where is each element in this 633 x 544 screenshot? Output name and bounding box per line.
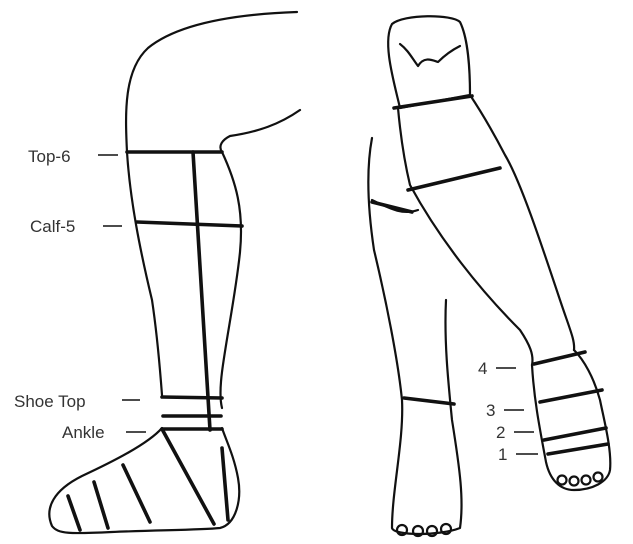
label-top-6: Top-6	[28, 147, 71, 166]
left-leg-side-view	[49, 12, 300, 533]
right-band-2	[544, 428, 606, 440]
right-band-calf	[408, 168, 500, 190]
left-leg-center-stripe	[193, 152, 210, 430]
right-front-leg-inner	[470, 95, 574, 350]
left-leg-front-outline	[127, 152, 162, 395]
band-shoe-top	[162, 397, 222, 398]
right-leg-labels: 4 3 2 1	[478, 359, 538, 464]
right-front-foot-outline	[532, 350, 610, 490]
left-thigh-outline	[126, 12, 297, 152]
right-band-back-ankle	[404, 398, 454, 404]
right-thigh-outline	[388, 16, 470, 108]
right-band-top	[394, 96, 472, 108]
right-knee-detail	[400, 44, 460, 66]
right-band-3	[540, 390, 602, 402]
label-ankle: Ankle	[62, 423, 105, 442]
label-2: 2	[496, 423, 505, 442]
label-3: 3	[486, 401, 495, 420]
left-knee-back-outline	[220, 110, 300, 152]
left-leg-back-outline	[221, 152, 242, 408]
foot-strap-3	[94, 482, 108, 528]
right-band-1	[548, 444, 608, 454]
right-front-foot-toes	[558, 473, 603, 486]
label-4: 4	[478, 359, 487, 378]
right-back-leg-outer	[368, 138, 461, 534]
label-calf-5: Calf-5	[30, 217, 75, 236]
right-band-back-calf	[372, 202, 412, 212]
right-legs-front-view	[368, 16, 610, 536]
label-shoe-top: Shoe Top	[14, 392, 86, 411]
foot-strap-5	[222, 448, 228, 520]
left-leg-labels: Top-6 Calf-5 Shoe Top Ankle	[14, 147, 146, 442]
foot-strap-4	[68, 496, 80, 530]
label-1: 1	[498, 445, 507, 464]
right-front-leg-outer	[398, 108, 533, 365]
band-calf-5	[137, 222, 242, 226]
foot-strap-1	[162, 429, 214, 524]
foot-strap-2	[123, 465, 150, 522]
right-band-4	[534, 352, 585, 364]
